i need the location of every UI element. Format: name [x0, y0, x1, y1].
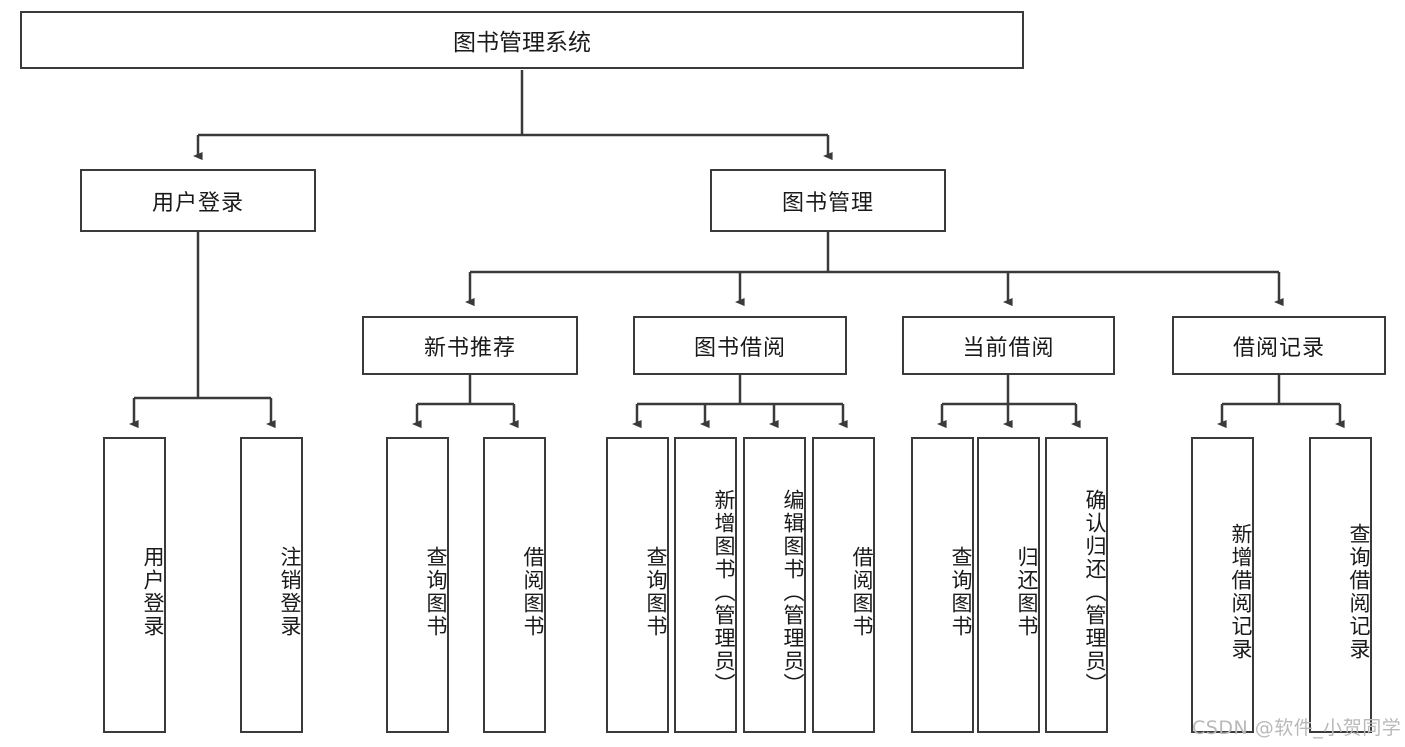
node-label: 用户登录	[141, 546, 165, 638]
leaf-current-confirm-return-admin[interactable]: 确认归还（管理员）	[1045, 437, 1108, 733]
leaf-user-login-signout[interactable]: 注销登录	[240, 437, 303, 733]
node-label: 查询图书	[949, 546, 973, 638]
leaf-recommend-query-book[interactable]: 查询图书	[386, 437, 449, 733]
node-label: 用户登录	[151, 190, 244, 216]
leaf-borrow-borrow-book[interactable]: 借阅图书	[812, 437, 875, 733]
leaf-borrow-query-book[interactable]: 查询图书	[606, 437, 669, 733]
node-root-system[interactable]: 图书管理系统	[20, 11, 1024, 69]
leaf-user-login-signin[interactable]: 用户登录	[103, 437, 166, 733]
node-label: 新增借阅记录	[1229, 523, 1253, 661]
watermark: CSDN @软件_小贺同学	[1192, 713, 1401, 740]
node-label: 借阅记录	[1232, 335, 1325, 361]
leaf-current-query-book[interactable]: 查询图书	[911, 437, 974, 733]
node-label: 图书管理系统	[453, 30, 591, 56]
node-borrow-record[interactable]: 借阅记录	[1172, 316, 1386, 375]
node-current-borrow[interactable]: 当前借阅	[902, 316, 1115, 375]
node-user-login[interactable]: 用户登录	[80, 169, 316, 232]
node-label: 编辑图书（管理员）	[781, 488, 805, 696]
leaf-recommend-borrow-book[interactable]: 借阅图书	[483, 437, 546, 733]
node-book-management[interactable]: 图书管理	[710, 169, 946, 232]
watermark-text: CSDN @软件_小贺同学	[1192, 717, 1402, 739]
node-book-borrow[interactable]: 图书借阅	[633, 316, 847, 375]
node-label: 借阅图书	[521, 546, 545, 638]
node-label: 新书推荐	[423, 335, 516, 361]
node-label: 确认归还（管理员）	[1083, 488, 1107, 696]
leaf-borrow-add-book-admin[interactable]: 新增图书（管理员）	[674, 437, 737, 733]
node-label: 查询图书	[644, 546, 668, 638]
node-label: 新增图书（管理员）	[712, 488, 736, 696]
node-label: 注销登录	[278, 546, 302, 638]
leaf-record-query-record[interactable]: 查询借阅记录	[1309, 437, 1372, 733]
node-new-book-recommend[interactable]: 新书推荐	[362, 316, 578, 375]
node-label: 查询图书	[424, 546, 448, 638]
node-label: 图书管理	[781, 190, 874, 216]
node-label: 当前借阅	[962, 335, 1055, 361]
node-label: 归还图书	[1015, 546, 1039, 638]
node-label: 图书借阅	[693, 335, 786, 361]
node-label: 查询借阅记录	[1347, 523, 1371, 661]
leaf-record-add-record[interactable]: 新增借阅记录	[1191, 437, 1254, 733]
leaf-current-return-book[interactable]: 归还图书	[977, 437, 1040, 733]
leaf-borrow-edit-book-admin[interactable]: 编辑图书（管理员）	[743, 437, 806, 733]
node-label: 借阅图书	[850, 546, 874, 638]
